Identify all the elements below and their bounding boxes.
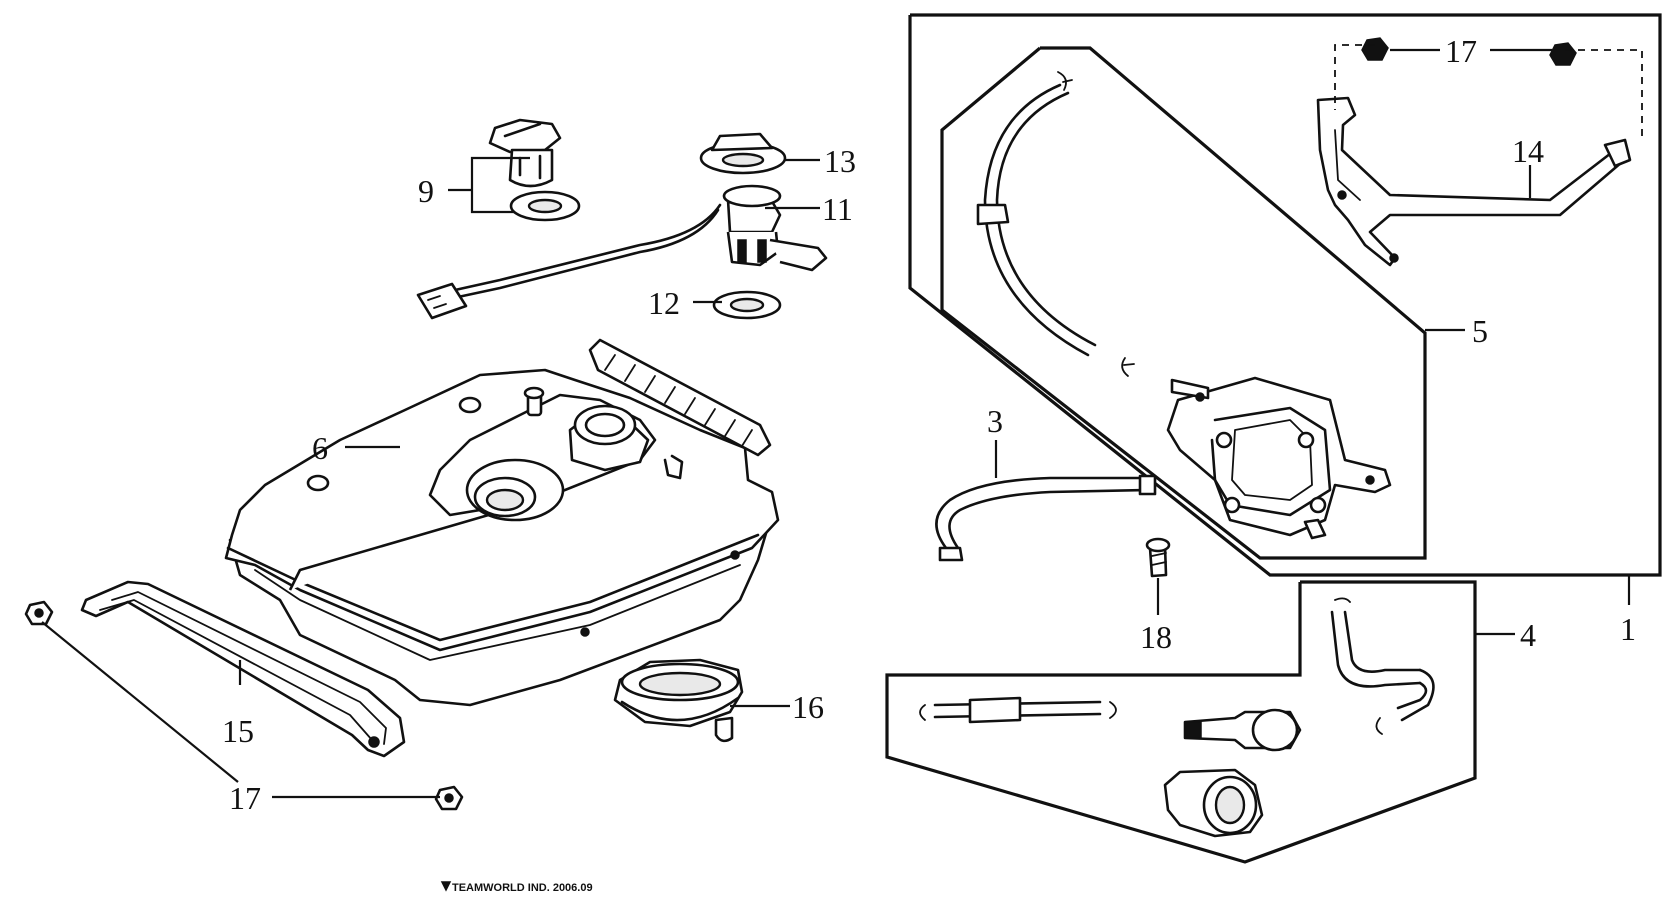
callout-12: 12: [648, 285, 680, 321]
callout-1: 1: [1620, 611, 1636, 647]
callout-3: 3: [987, 403, 1003, 439]
tank-bracket: [80, 580, 406, 758]
callout-16: 16: [792, 689, 824, 725]
callout-4: 4: [1520, 617, 1536, 653]
callout-18: 18: [1140, 619, 1172, 655]
callout-labels: 1 3 4 5 6 9 11 12 13 14 15 16 17 17 18: [222, 33, 1636, 816]
fuel-cap: [488, 118, 581, 222]
callout-17-bottom: 17: [229, 780, 261, 816]
footer-credit: TEAMWORLD IND. 2006.09: [440, 881, 593, 894]
assembly-1-box: [908, 13, 1662, 577]
fuel-tank: [224, 338, 780, 707]
callout-6: 6: [312, 430, 328, 466]
fuel-gauge-sender: [416, 132, 828, 320]
callout-15: 15: [222, 713, 254, 749]
vacuum-hose: [976, 71, 1135, 377]
fuel-pump: [1166, 376, 1392, 540]
fuel-hose: [935, 474, 1157, 562]
callout-9: 9: [418, 173, 434, 209]
footer-text: TEAMWORLD IND. 2006.09: [452, 882, 593, 894]
leader-lines: [41, 48, 1631, 799]
dashed-guides: [1334, 44, 1643, 140]
bolt: [1145, 537, 1171, 578]
callout-5: 5: [1472, 313, 1488, 349]
callout-11: 11: [822, 191, 853, 227]
nuts: [24, 37, 1577, 811]
rubber-seal: [613, 658, 744, 743]
callout-14: 14: [1512, 133, 1544, 169]
pump-bracket: [1316, 96, 1632, 267]
assembly-4-parts: [919, 597, 1435, 838]
callout-13: 13: [824, 143, 856, 179]
assembly-4-box: [885, 580, 1477, 864]
callout-17-top: 17: [1445, 33, 1477, 69]
assembly-5-box: [940, 46, 1427, 560]
